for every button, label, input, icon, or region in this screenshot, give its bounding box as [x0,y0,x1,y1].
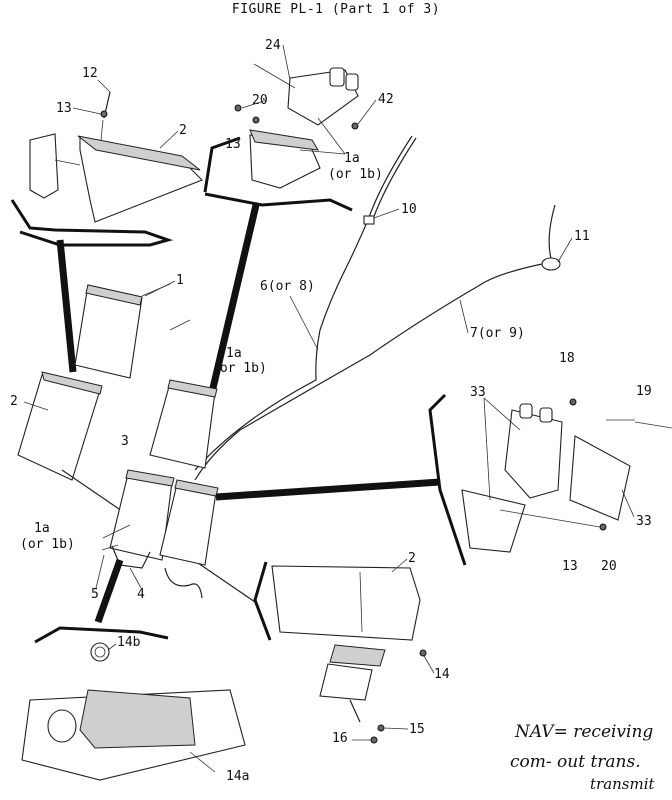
callout-33-lower: 33 [636,514,652,529]
clip-10 [363,215,375,225]
callout-20: 20 [252,93,268,108]
units-low-pair [94,469,441,624]
control-head-33-right [569,435,631,521]
callout-13-top: 13 [225,137,241,152]
callout-labels: 24 12 13 2 20 42 13 1a (or 1b) 10 11 1 6… [10,38,652,784]
callout-10: 10 [401,202,417,217]
cable-routing [169,135,561,481]
bottom-left-connector-group [21,626,246,781]
control-head-33-left [504,409,563,499]
top-center-tray-group [203,63,359,389]
lower-tray-group [253,561,427,744]
handwritten-note-line2: com- out trans. [510,752,641,772]
washer-15 [377,724,385,732]
callout-13-right: 13 [562,559,578,574]
connector-11 [541,257,561,271]
callout-16: 16 [332,731,348,746]
group-bracket-lower [253,561,272,641]
callout-6-or-8: 6(or 8) [260,279,315,294]
callout-19: 19 [636,384,652,399]
leader-lines [23,44,635,741]
callout-5: 5 [91,587,99,602]
callout-14a: 14a [226,769,249,784]
callout-11: 11 [574,229,590,244]
callout-2-left: 2 [10,394,18,409]
top-left-tray-group [10,91,203,373]
unit-1a-middle [149,379,218,469]
callout-14b: 14b [117,635,141,650]
washer-13 [100,110,108,118]
clamp-bracket [29,133,59,199]
group-bracket-top-center [203,136,241,193]
callout-24: 24 [265,38,281,53]
callout-2: 2 [179,123,187,138]
connector-14a-housing [79,689,196,749]
handwritten-note-line1: NAV= receiving [515,722,654,742]
nut-42 [351,122,359,130]
mount-2-left [17,371,256,603]
screw-14 [419,649,427,657]
callout-1b-low: (or 1b) [20,537,75,552]
washer-13b [252,116,260,124]
radio-unit-1 [74,283,171,379]
screw-18 [569,398,577,406]
callout-13: 13 [56,101,72,116]
callout-33-upper: 33 [470,385,486,400]
callout-42: 42 [378,92,394,107]
grommet-14b [90,642,110,662]
callout-14: 14 [434,667,450,682]
group-bracket-top-left [10,199,174,247]
mounting-bracket-4 [111,545,151,569]
callout-1b-mid: (or 1b) [212,361,267,376]
callout-4: 4 [137,587,145,602]
callout-15: 15 [409,722,425,737]
control-head-33-lower [461,489,526,553]
antenna-lead [164,567,203,599]
right-control-head-group [428,393,672,566]
callout-1b-top: (or 1b) [328,167,383,182]
group-bracket-right [428,393,467,566]
callout-1: 1 [176,273,184,288]
connector-harness [319,663,373,701]
washer-20 [234,104,242,112]
unit-1a-middle-body [149,382,216,469]
washer-20b [599,523,607,531]
callout-3: 3 [121,434,129,449]
mounting-tray-lip [77,135,201,171]
callout-1a-top: 1a [344,151,360,166]
callout-20-right: 20 [601,559,617,574]
connector-knob [47,709,77,743]
figure-title: FIGURE PL-1 (Part 1 of 3) [231,2,441,17]
callout-7-or-9: 7(or 9) [470,326,525,341]
callout-18: 18 [559,351,575,366]
callout-1a-low: 1a [34,521,50,536]
callout-1a-mid: 1a [226,346,242,361]
mounting-tray-2-lower [271,565,421,641]
nut-16 [370,736,378,744]
callout-2-lower: 2 [408,551,416,566]
cable-6-or-8 [194,135,413,471]
handwritten-note-line3: transmit [590,775,655,793]
group-bracket-bottom-left [34,626,169,644]
callout-12: 12 [82,66,98,81]
